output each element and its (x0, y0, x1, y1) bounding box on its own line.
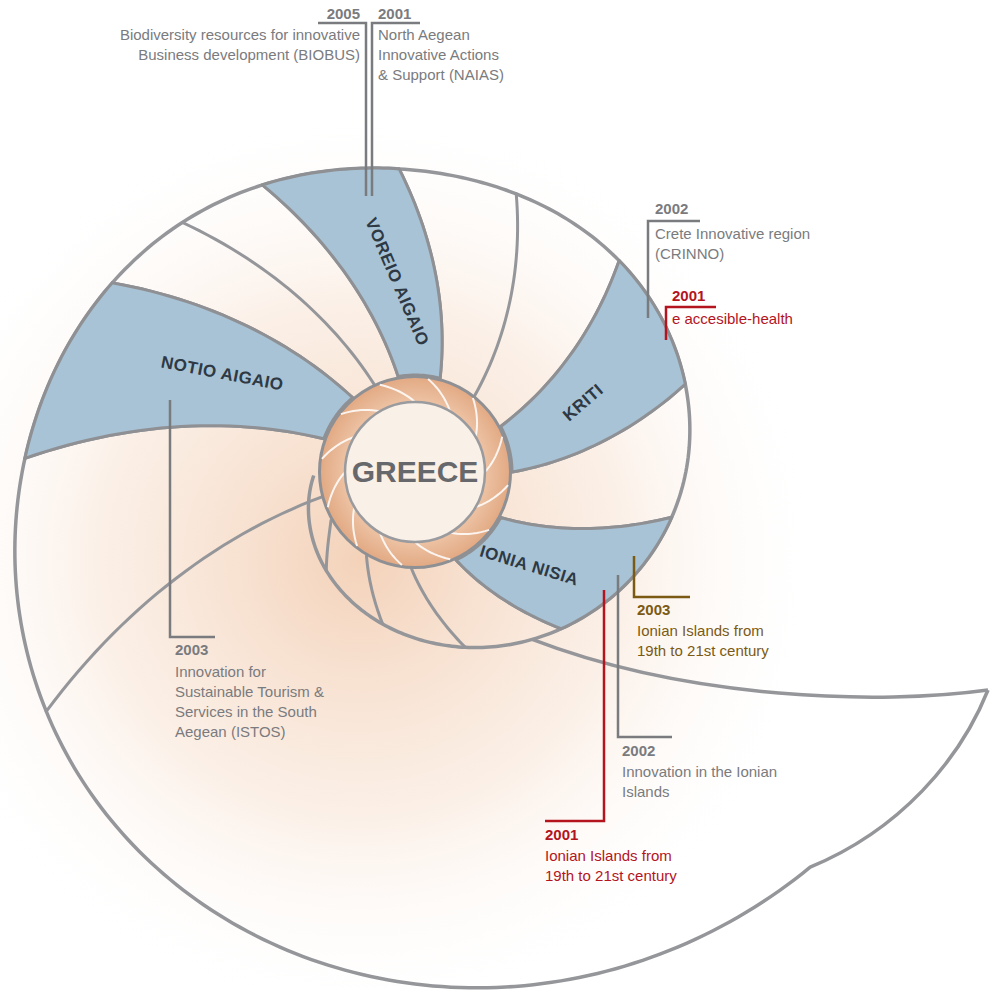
region-band: KRITI (497, 257, 689, 475)
shell-outline (15, 168, 988, 988)
region-band: NOTIO AIGAIO (21, 279, 356, 462)
core-septum (341, 410, 380, 414)
core-septum (353, 507, 357, 546)
core-septum (415, 542, 450, 559)
band-fill (262, 168, 442, 378)
year-label: 2001 (378, 4, 458, 24)
band-fill (501, 261, 686, 472)
core-septum (450, 530, 489, 534)
leader-line (545, 590, 604, 821)
leader-line (170, 400, 215, 637)
project-label: Biodiversity resources for innovative Bu… (90, 25, 360, 65)
project-label: Ionian Islands from 19th to 21st century (545, 846, 695, 886)
project-label: Innovation for Sustainable Tourism & Ser… (175, 662, 325, 742)
core-septum (380, 385, 415, 402)
core-ring (345, 402, 485, 542)
core-septum (328, 472, 345, 507)
shell-septum (412, 569, 466, 647)
year-label: 2005 (280, 4, 360, 24)
year-label: 2001 (672, 286, 752, 306)
project-label: Crete Innovative region (CRINNO) (655, 224, 835, 264)
year-label: 2002 (655, 199, 735, 219)
shell-septum (326, 521, 331, 571)
project-label: Ionian Islands from 19th to 21st century (637, 621, 787, 661)
band-fill (25, 283, 353, 459)
project-label: e accesible-health (672, 309, 832, 329)
project-label: North Aegean Innovative Actions & Suppor… (378, 25, 508, 85)
band-shape (497, 257, 689, 475)
leader-line (634, 556, 690, 597)
year-label: 2001 (545, 825, 625, 845)
year-label: 2003 (637, 600, 717, 620)
project-label: Innovation in the Ionian Islands (622, 762, 782, 802)
year-label: 2003 (175, 640, 255, 660)
shell-septum (475, 194, 518, 396)
core-septum (485, 437, 502, 472)
core-circle (320, 377, 511, 568)
core-septum (473, 398, 477, 437)
year-label: 2002 (622, 741, 702, 761)
country-name: GREECE (352, 455, 479, 489)
